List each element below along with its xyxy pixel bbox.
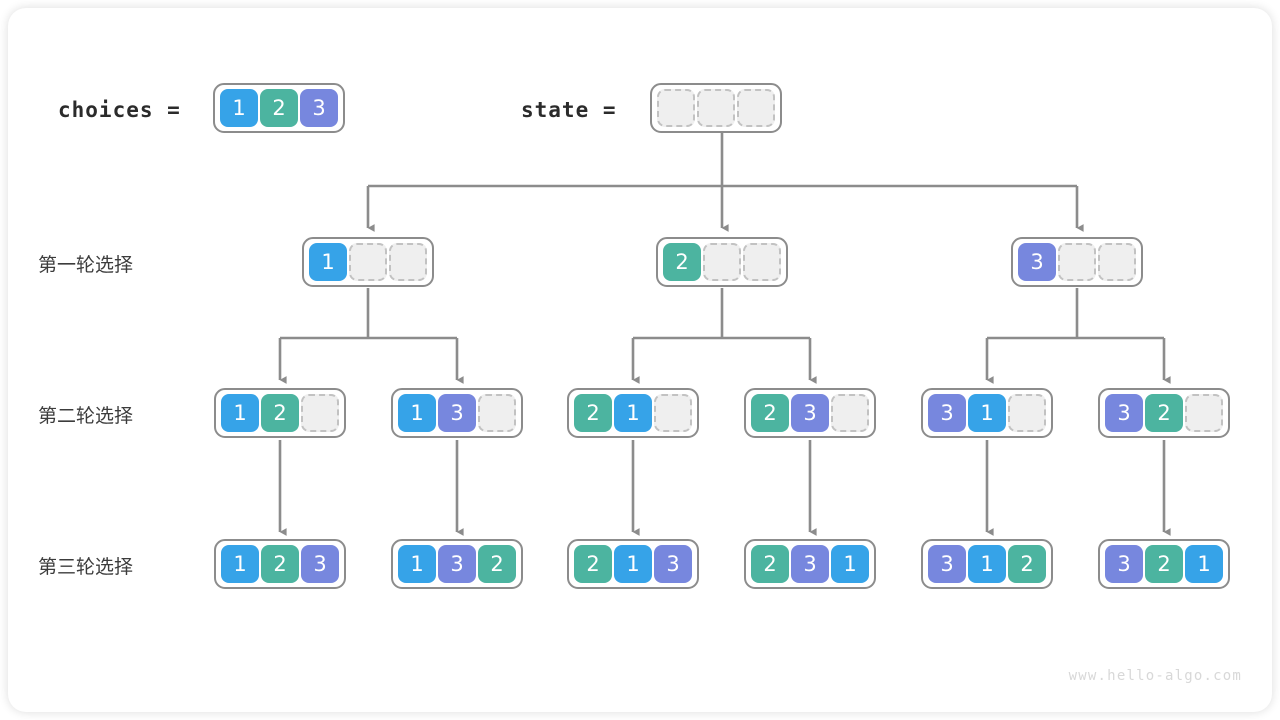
array-cell-filled: 1 xyxy=(220,89,258,127)
array-cell-filled: 2 xyxy=(260,89,298,127)
array-cell-filled: 1 xyxy=(221,545,259,583)
array-cell-filled: 1 xyxy=(221,394,259,432)
state-label: state = xyxy=(521,98,617,122)
row-label-round-1: 第一轮选择 xyxy=(38,254,134,276)
array-cell-filled: 1 xyxy=(968,545,1006,583)
choices-label: choices = xyxy=(58,98,181,122)
array-cell-filled: 2 xyxy=(1145,545,1183,583)
array-cell-filled: 3 xyxy=(301,545,339,583)
array-cell-filled: 3 xyxy=(928,394,966,432)
array-cell-empty xyxy=(654,394,692,432)
array-cell-filled: 2 xyxy=(751,545,789,583)
array-cell-filled: 3 xyxy=(438,394,476,432)
array-cell-filled: 3 xyxy=(791,394,829,432)
array-cell-empty xyxy=(697,89,735,127)
array-cell-empty xyxy=(1058,243,1096,281)
state-node-round-1: 1 xyxy=(302,237,434,287)
array-cell-empty xyxy=(831,394,869,432)
array-cell-empty xyxy=(657,89,695,127)
array-cell-empty xyxy=(743,243,781,281)
array-cell-filled: 2 xyxy=(751,394,789,432)
array-cell-filled: 2 xyxy=(261,545,299,583)
array-cell-filled: 2 xyxy=(478,545,516,583)
array-cell-empty xyxy=(1098,243,1136,281)
state-node-round-1: 3 xyxy=(1011,237,1143,287)
array-cell-filled: 2 xyxy=(1008,545,1046,583)
array-cell-filled: 3 xyxy=(300,89,338,127)
array-cell-filled: 1 xyxy=(831,545,869,583)
array-cell-filled: 3 xyxy=(438,545,476,583)
array-cell-filled: 2 xyxy=(574,394,612,432)
array-cell-filled: 1 xyxy=(398,394,436,432)
array-cell-filled: 3 xyxy=(1018,243,1056,281)
watermark: www.hello-algo.com xyxy=(1068,668,1242,684)
state-array xyxy=(650,83,782,133)
array-cell-filled: 3 xyxy=(928,545,966,583)
array-cell-filled: 2 xyxy=(663,243,701,281)
array-cell-filled: 1 xyxy=(968,394,1006,432)
array-cell-empty xyxy=(737,89,775,127)
array-cell-filled: 1 xyxy=(309,243,347,281)
row-label-round-2: 第二轮选择 xyxy=(38,405,134,427)
array-cell-filled: 3 xyxy=(1105,545,1143,583)
array-cell-empty xyxy=(301,394,339,432)
diagram-card xyxy=(8,8,1272,712)
array-cell-empty xyxy=(349,243,387,281)
array-cell-empty xyxy=(478,394,516,432)
array-cell-filled: 1 xyxy=(614,394,652,432)
array-cell-filled: 3 xyxy=(1105,394,1143,432)
array-cell-empty xyxy=(703,243,741,281)
array-cell-empty xyxy=(389,243,427,281)
row-label-round-3: 第三轮选择 xyxy=(38,556,134,578)
array-cell-empty xyxy=(1008,394,1046,432)
state-node-round-1: 2 xyxy=(656,237,788,287)
array-cell-filled: 1 xyxy=(614,545,652,583)
array-cell-filled: 2 xyxy=(574,545,612,583)
array-cell-empty xyxy=(1185,394,1223,432)
array-cell-filled: 1 xyxy=(1185,545,1223,583)
array-cell-filled: 2 xyxy=(261,394,299,432)
array-cell-filled: 3 xyxy=(791,545,829,583)
array-cell-filled: 1 xyxy=(398,545,436,583)
array-cell-filled: 2 xyxy=(1145,394,1183,432)
array-cell-filled: 3 xyxy=(654,545,692,583)
